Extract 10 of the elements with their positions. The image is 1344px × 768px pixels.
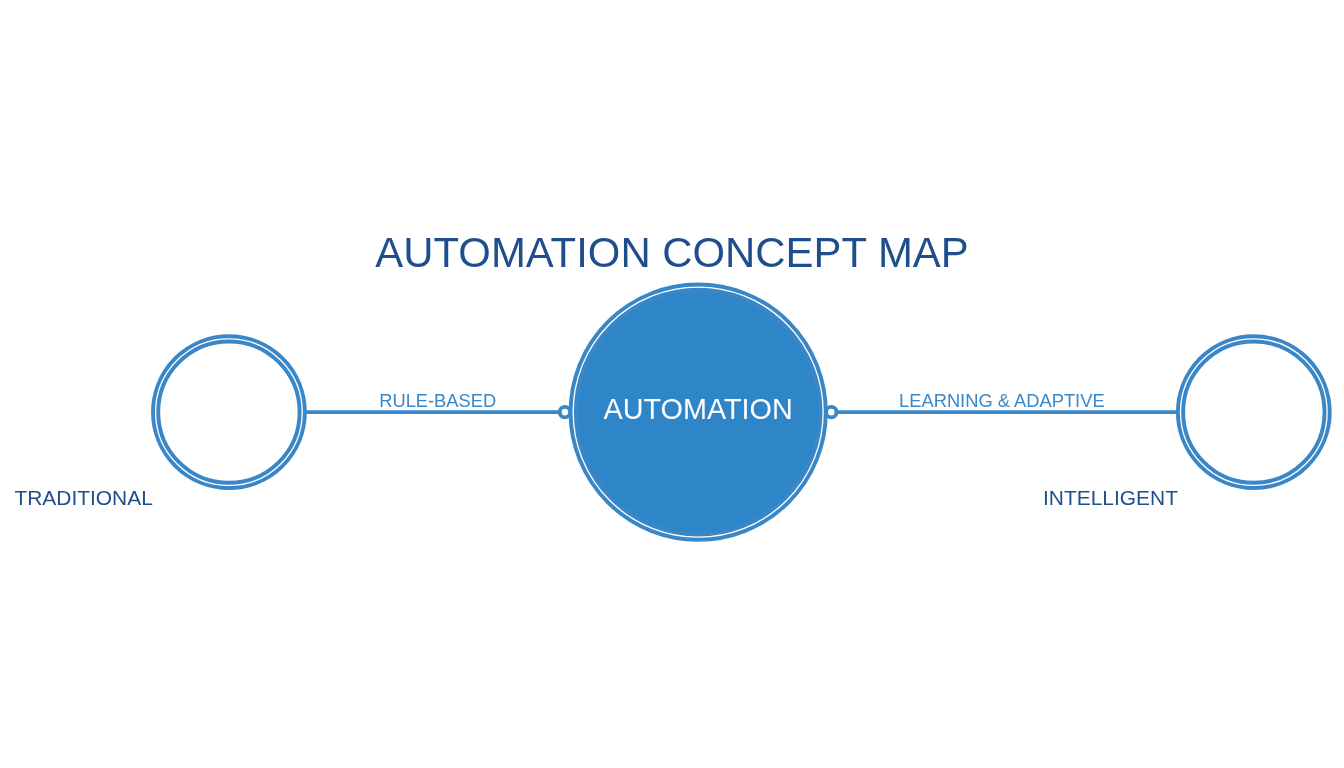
node-circle: AUTOMATION (568, 282, 828, 542)
node-circle (1175, 334, 1332, 491)
connector (824, 404, 1178, 420)
node-circle (151, 334, 307, 491)
node-label: TRADITIONAL (14, 485, 153, 509)
connector (305, 404, 573, 420)
node-label: INTELLIGENT (1043, 485, 1178, 509)
edge-label: LEARNING & ADAPTIVE (899, 390, 1105, 412)
diagram-title: AUTOMATION CONCEPT MAP (375, 228, 969, 276)
edge-label: RULE-BASED (379, 390, 497, 412)
